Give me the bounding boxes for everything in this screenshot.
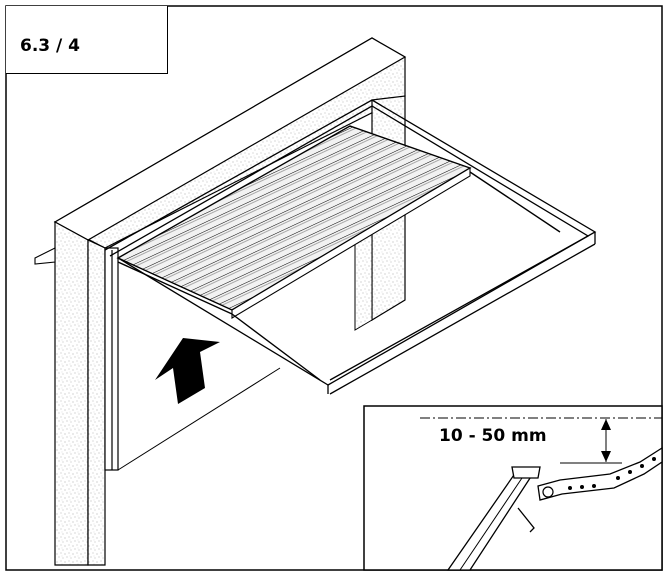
floor-line [117,367,281,471]
door-panel [116,125,472,311]
up-arrow-icon [155,338,220,404]
detail-inset [363,405,663,571]
dimension-label: 10 - 50 mm [437,426,549,446]
door-track-frame [104,99,597,395]
left-side-rail [34,247,56,265]
step-label-box: 6.3 / 4 [6,6,168,74]
door-panel-edge [231,167,471,319]
door-frame [104,247,119,471]
outer-border [5,5,663,571]
lever-arms [117,171,561,381]
step-number: 6.3 / 4 [20,36,80,56]
